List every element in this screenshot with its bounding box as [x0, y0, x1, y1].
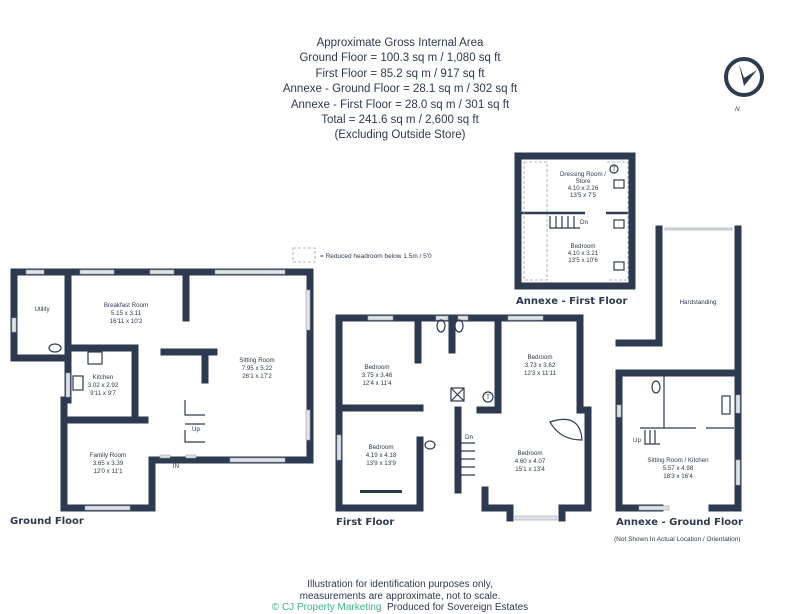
ground-floor-plan: Utility Breakfast Room 5.15 x 3.11 16'11… [10, 268, 314, 527]
area-annexe-ground: Annexe - Ground Floor = 28.1 sq m / 302 … [282, 83, 518, 96]
room-family-metric: 3.65 x 3.39 [93, 460, 124, 467]
room-breakfast-imperial: 16'11 x 10'2 [110, 318, 143, 325]
annexe-stairs-up-label: Up [633, 437, 641, 444]
annexe-sitting-metric: 5.57 x 4.98 [663, 465, 694, 472]
bedroom2-metric: 3.73 x 3.62 [525, 362, 556, 369]
annexe-bedroom-metric: 4.10 x 3.21 [568, 250, 599, 257]
room-breakfast-name: Breakfast Room [104, 302, 148, 309]
annexe-bedroom-name: Bedroom [570, 243, 595, 250]
dressing-room-name2: Store [576, 178, 591, 185]
annexe-bedroom-imperial: 13'5 x 10'6 [568, 257, 598, 264]
bedroom1-name: Bedroom [364, 364, 389, 371]
first-floor-plan: T Bedroom 3.75 x 3.46 12'4 x 11'4 Bedroo… [335, 314, 592, 528]
annexe-first-floor-title: Annexe - First Floor [516, 296, 628, 307]
area-ground: Ground Floor = 100.3 sq m / 1,080 sq ft [299, 52, 501, 65]
bedroom4-imperial: 15'1 x 13'4 [515, 466, 545, 473]
annexe-tank-icon: T [612, 166, 616, 173]
bedroom2-imperial: 12'3 x 11'11 [524, 370, 557, 377]
bedroom3-metric: 4.19 x 4.18 [366, 452, 397, 459]
footer: Illustration for identification purposes… [200, 579, 600, 614]
annexe-location-note: (Not Shown In Actual Location / Orientat… [614, 536, 740, 543]
annexe-ground-floor-plan: Hardstanding Up Sitting Room / Kitchen 5… [614, 225, 743, 543]
room-kitchen-imperial: 9'11 x 9'7 [90, 390, 116, 397]
room-family-name: Family Room [90, 452, 126, 459]
area-first: First Floor = 85.2 sq m / 917 sq ft [315, 67, 485, 80]
tank-icon: T [486, 394, 490, 401]
room-utility: Utility [34, 306, 50, 313]
footer-disclaimer-1: Illustration for identification purposes… [307, 579, 493, 590]
bedroom3-imperial: 13'9 x 13'9 [366, 460, 396, 467]
north-compass-icon: N [724, 57, 764, 113]
area-title: Approximate Gross Internal Area [316, 37, 484, 49]
bedroom4-metric: 4.60 x 4.07 [515, 458, 546, 465]
footer-disclaimer-2: measurements are approximate, not to sca… [299, 590, 501, 602]
bedroom2-name: Bedroom [527, 354, 552, 361]
stairs-up-label: Up [192, 426, 200, 433]
legend-text: = Reduced headroom below 1.5m / 5'0 [320, 253, 432, 260]
produced-for: Produced for Sovereign Estates [386, 602, 529, 614]
area-annexe-first: Annexe - First Floor = 28.0 sq m / 301 s… [290, 98, 510, 111]
room-sitting-imperial: 26'1 x 17'2 [242, 373, 272, 380]
area-summary: Approximate Gross Internal Area Ground F… [250, 36, 550, 144]
compass-north-label: N [735, 106, 740, 113]
annexe-stairs-down-label: Dn [580, 219, 588, 226]
room-kitchen-metric: 3.02 x 2.92 [88, 382, 119, 389]
bedroom3-name: Bedroom [368, 444, 393, 451]
room-sitting-name: Sitting Room [239, 357, 274, 364]
room-sitting-metric: 7.95 x 5.22 [242, 365, 273, 372]
annexe-first-floor-plan: T Dressing Room / Store 4.10 x 2.26 13'5… [514, 152, 636, 307]
room-family-imperial: 12'0 x 11'1 [93, 468, 123, 475]
hardstanding-label: Hardstanding [680, 299, 717, 306]
dressing-room-imperial: 13'5 x 7'5 [570, 192, 597, 199]
room-breakfast-metric: 5.15 x 3.11 [111, 310, 142, 317]
dressing-room-metric: 4.10 x 2.26 [568, 185, 599, 192]
bedroom1-metric: 3.75 x 3.46 [362, 372, 393, 379]
stairs-down-label: Dn [465, 434, 473, 441]
bedroom1-imperial: 12'4 x 11'4 [362, 380, 392, 387]
dressing-room-name: Dressing Room / [560, 171, 606, 178]
reduced-headroom-swatch [292, 247, 316, 263]
area-exclusion: (Excluding Outside Store) [334, 129, 466, 142]
entrance-label: IN [173, 463, 179, 470]
ground-floor-title: Ground Floor [10, 516, 84, 527]
first-floor-title: First Floor [336, 517, 394, 528]
room-kitchen-name: Kitchen [93, 374, 114, 381]
area-total: Total = 241.6 sq m / 2,600 sq ft [321, 114, 479, 127]
annexe-ground-floor-title: Annexe - Ground Floor [616, 517, 743, 528]
brand-credit: © CJ Property Marketing [271, 602, 382, 614]
bedroom4-name: Bedroom [517, 450, 542, 457]
annexe-sitting-imperial: 18'3 x 16'4 [663, 473, 693, 480]
annexe-sitting-name: Sitting Room / Kitchen [647, 457, 709, 464]
